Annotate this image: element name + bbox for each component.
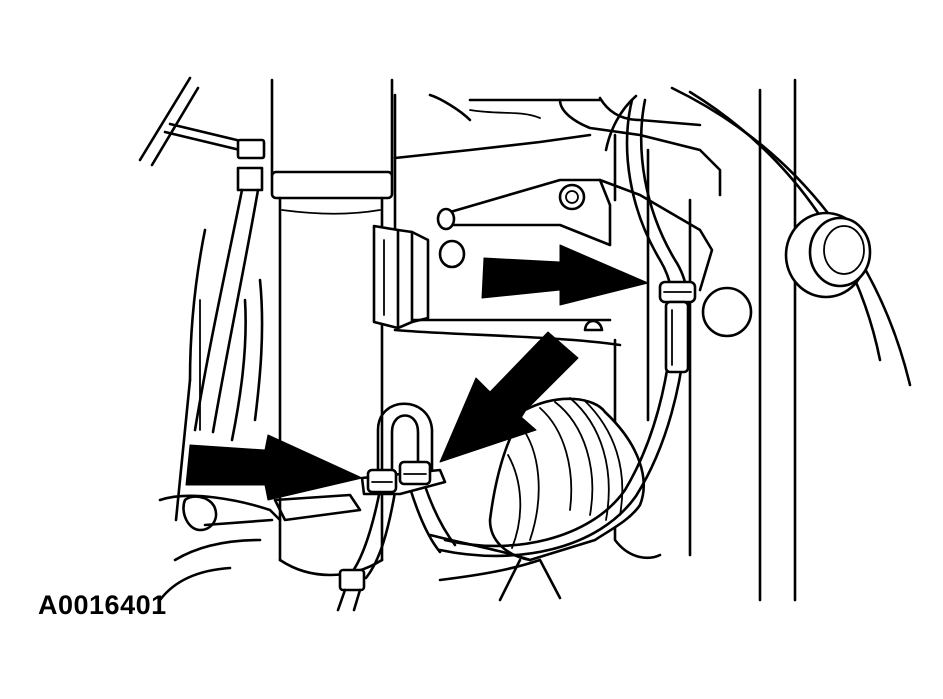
arrow-upper-left-clip xyxy=(185,434,363,501)
grommet xyxy=(701,286,753,338)
cv-boot xyxy=(428,397,645,602)
arrow-diagonal-clip xyxy=(439,331,579,463)
bracket-nub xyxy=(583,319,604,332)
mounting-bracket xyxy=(436,178,714,292)
hose-clips xyxy=(360,460,447,496)
rubber-plug xyxy=(784,211,872,299)
arrow-right-clip xyxy=(481,244,649,306)
strut-assembly xyxy=(270,78,394,577)
strut-clip xyxy=(372,224,430,330)
figure-caption: A0016401 xyxy=(38,590,167,620)
upper-linkage xyxy=(138,76,266,167)
lower-left-components xyxy=(158,278,362,602)
brake-hose xyxy=(336,402,457,612)
sensor-harness xyxy=(438,98,697,558)
